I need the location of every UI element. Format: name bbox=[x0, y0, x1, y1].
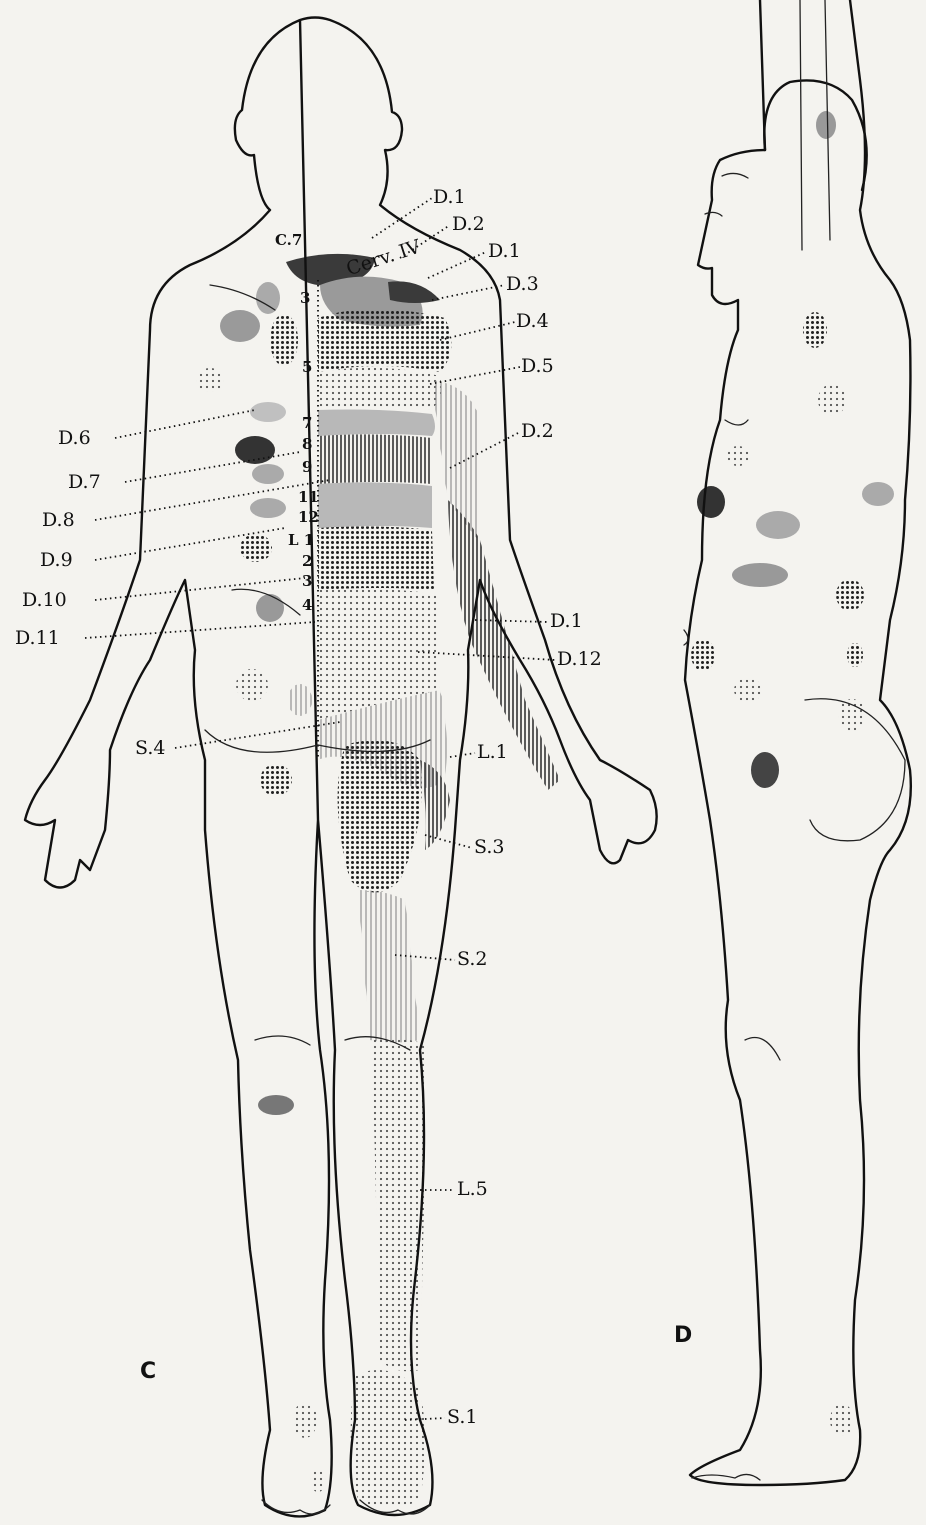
toes-left bbox=[262, 1500, 330, 1514]
seg-4: 4 bbox=[302, 596, 312, 614]
side-navel bbox=[684, 630, 688, 645]
label-d11: D.11 bbox=[15, 627, 60, 649]
zone-d11 bbox=[318, 526, 434, 590]
seg-9: 9 bbox=[302, 458, 312, 476]
figure-letter-c: C bbox=[140, 1359, 156, 1384]
side-knee bbox=[745, 1038, 780, 1061]
side-toes bbox=[692, 1474, 760, 1480]
label-s4: S.4 bbox=[135, 737, 165, 759]
label-s2: S.2 bbox=[457, 948, 487, 970]
side-view-figure: D bbox=[674, 0, 911, 1485]
zone-d5 bbox=[318, 410, 435, 437]
side-chest bbox=[725, 420, 748, 425]
label-l5: L.5 bbox=[457, 1178, 488, 1200]
label-d2-top: D.2 bbox=[452, 213, 485, 235]
zone-d3 bbox=[318, 309, 451, 372]
seg-12: 12 bbox=[298, 508, 319, 526]
label-s3: S.3 bbox=[474, 836, 504, 858]
zone-d9 bbox=[318, 482, 432, 528]
label-d10: D.10 bbox=[22, 589, 67, 611]
label-d8: D.8 bbox=[42, 509, 75, 531]
zone-d7 bbox=[318, 434, 432, 484]
label-l1: L.1 bbox=[477, 741, 508, 763]
zone-s2 bbox=[358, 890, 420, 1043]
seg-7: 7 bbox=[302, 414, 312, 432]
label-d7: D.7 bbox=[68, 471, 101, 493]
side-view-outline bbox=[685, 0, 911, 1485]
label-d1-second: D.1 bbox=[488, 240, 521, 262]
label-d3: D.3 bbox=[506, 273, 539, 295]
side-eye bbox=[722, 173, 748, 178]
side-spots bbox=[691, 111, 894, 1436]
side-head-outline bbox=[764, 80, 866, 190]
label-d5: D.5 bbox=[521, 355, 554, 377]
figure-letter-d: D bbox=[674, 1323, 692, 1348]
seg-2: 2 bbox=[302, 552, 312, 570]
seg-3b: 3 bbox=[302, 572, 312, 590]
seg-5: 5 bbox=[302, 358, 312, 376]
zone-s3 bbox=[338, 740, 422, 893]
label-d1-arm: D.1 bbox=[550, 610, 583, 632]
zone-d4 bbox=[318, 368, 441, 410]
seg-c7: C.7 bbox=[275, 231, 302, 249]
label-d1-top: D.1 bbox=[433, 186, 466, 208]
spinal-segment-labels: C.7 3 5 7 8 9 11 12 L 1 2 3 4 bbox=[275, 231, 319, 614]
dermatome-zones bbox=[286, 254, 560, 1508]
zone-l5 bbox=[372, 1038, 428, 1371]
label-d6: D.6 bbox=[58, 427, 91, 449]
seg-8: 8 bbox=[302, 435, 312, 453]
label-cerv-iv: Cerv. IV bbox=[344, 236, 424, 281]
seg-11: 11 bbox=[298, 488, 319, 506]
label-d2-arm: D.2 bbox=[521, 420, 554, 442]
back-view-figure: C.7 3 5 7 8 9 11 12 L 1 2 3 4 D.1 D.2 Ce… bbox=[15, 18, 657, 1517]
label-s1: S.1 bbox=[447, 1406, 477, 1428]
label-d9: D.9 bbox=[40, 549, 73, 571]
knee-left bbox=[255, 1036, 310, 1045]
label-d4: D.4 bbox=[516, 310, 549, 332]
seg-3a: 3 bbox=[300, 289, 310, 307]
label-d12: D.12 bbox=[557, 648, 602, 670]
seg-l1: L 1 bbox=[288, 531, 314, 549]
